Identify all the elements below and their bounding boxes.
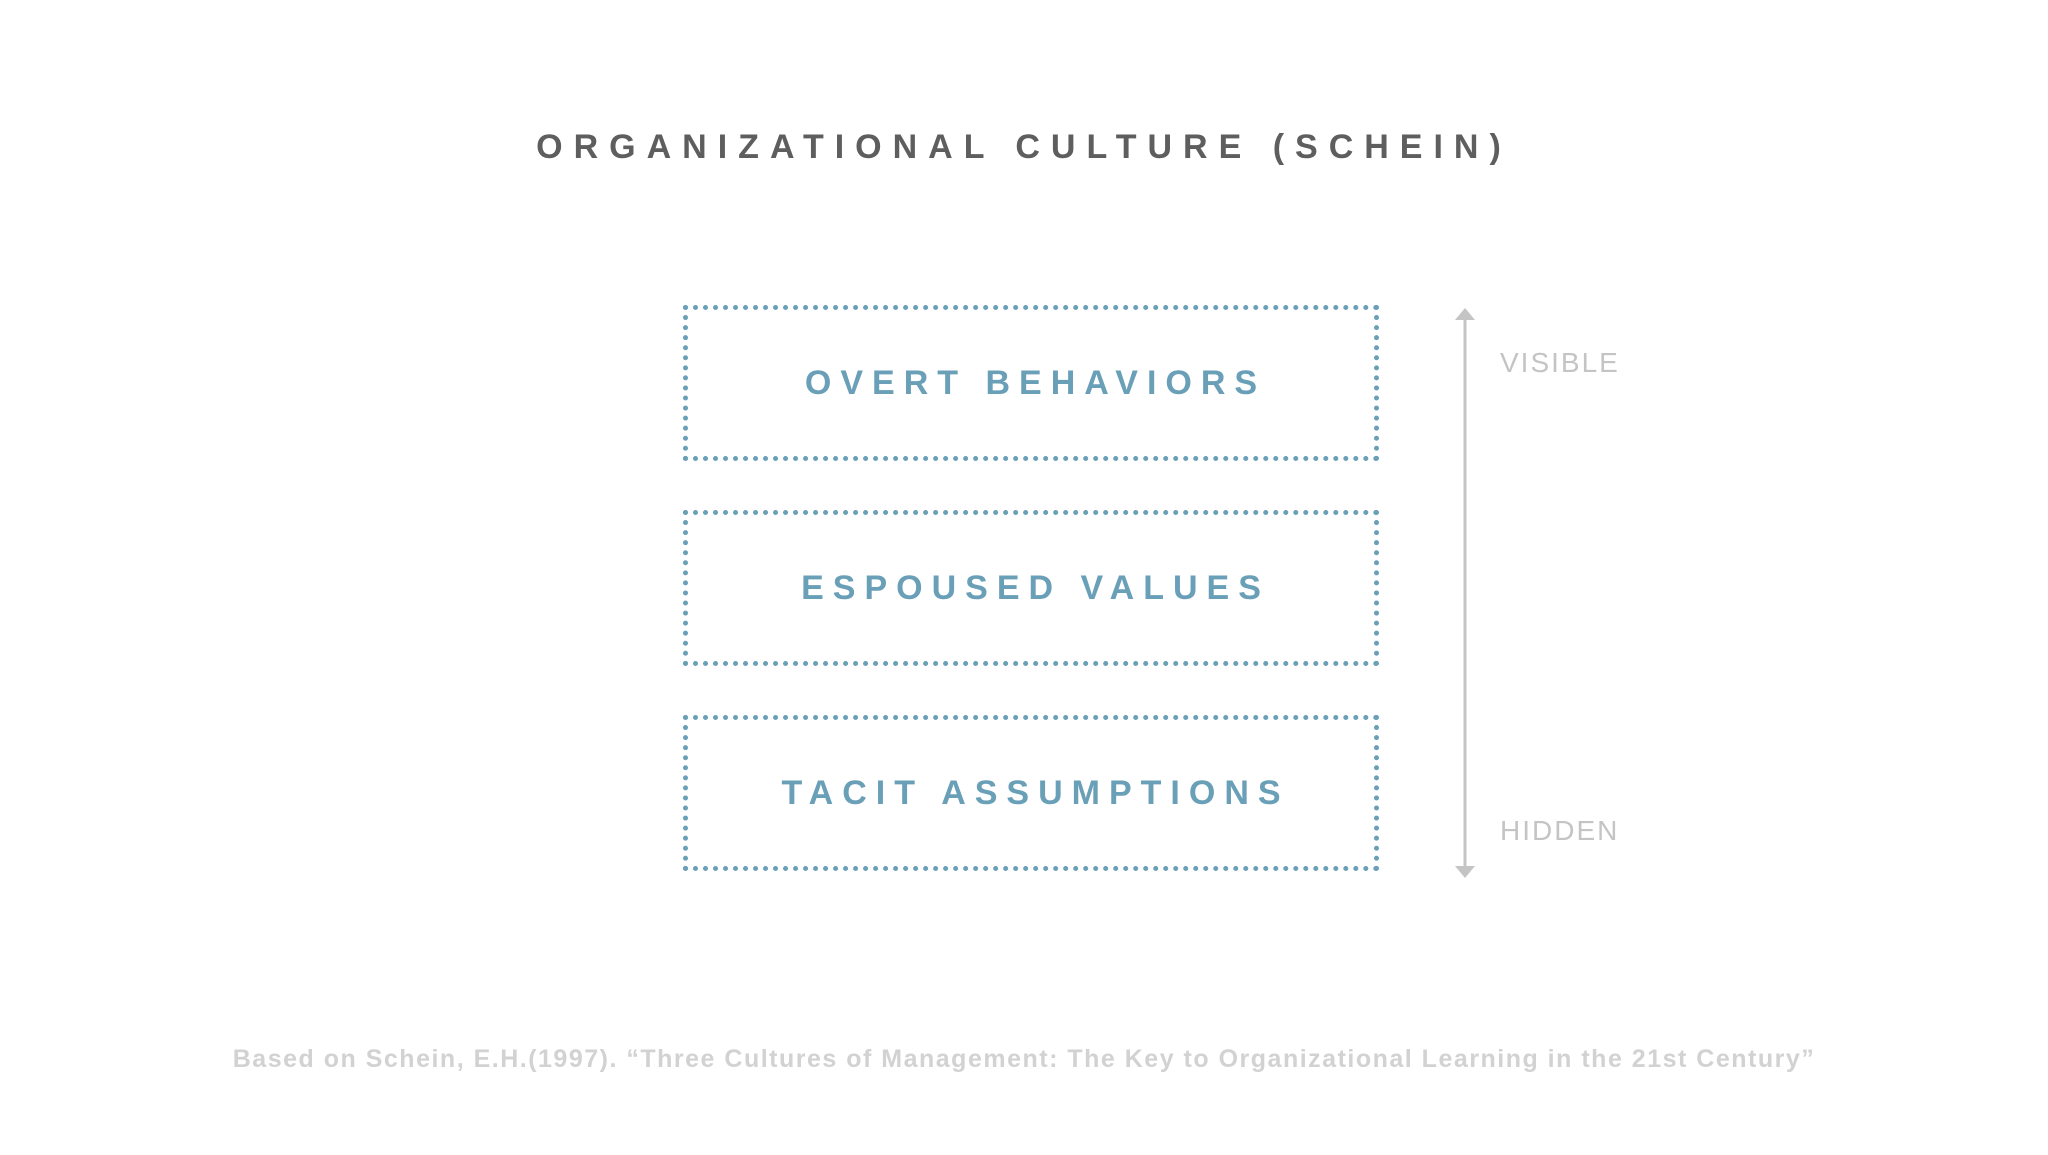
axis-label-hidden: HIDDEN [1500,815,1620,846]
layer-espoused-values: ESPOUSED VALUES [683,510,1379,666]
culture-layers: OVERT BEHAVIORS ESPOUSED VALUES TACIT AS… [683,305,1379,871]
source-citation: Based on Schein, E.H.(1997). “Three Cult… [232,1045,1816,1073]
layer-label: ESPOUSED VALUES [801,568,1270,607]
layer-tacit-assumptions: TACIT ASSUMPTIONS [683,715,1379,871]
down-arrowhead-icon [1455,866,1475,878]
visibility-axis-arrow [1450,308,1480,878]
layer-overt-behaviors: OVERT BEHAVIORS [683,305,1379,461]
diagram-title: ORGANIZATIONAL CULTURE (SCHEIN) [536,128,1512,166]
layer-label: OVERT BEHAVIORS [804,363,1267,402]
axis-label-visible: VISIBLE [1500,347,1620,378]
up-arrowhead-icon [1455,308,1475,320]
layer-label: TACIT ASSUMPTIONS [781,773,1290,812]
